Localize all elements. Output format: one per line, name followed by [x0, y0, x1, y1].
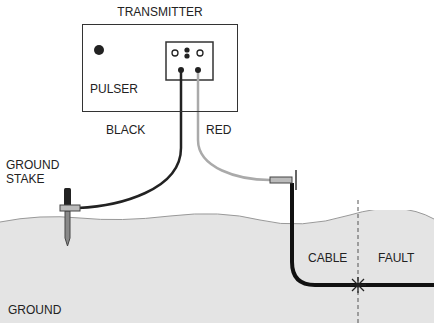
panel-jack — [172, 50, 178, 56]
region-label: GROUND — [8, 303, 434, 317]
box-heading: TRANSMITTER — [83, 5, 237, 19]
stake-clamp — [60, 205, 80, 211]
fault-marker-line — [358, 200, 359, 323]
black-lead — [78, 70, 181, 208]
wire-label: RED — [206, 123, 231, 137]
fault-spoke — [352, 279, 364, 291]
indicator-lamp — [94, 45, 104, 55]
stake-spike — [65, 211, 70, 246]
fault-star — [350, 277, 366, 293]
terminal-panel — [166, 42, 213, 80]
panel-jack — [197, 50, 203, 56]
cable-end — [295, 170, 297, 190]
buried-cable — [292, 183, 434, 285]
part-label-holder: GROUND STAKE — [6, 158, 62, 186]
cable-clip — [270, 177, 292, 183]
wire-label-holder: RED — [206, 123, 231, 137]
panel-knob — [184, 53, 189, 58]
fault-spoke — [352, 279, 364, 291]
part-label: GROUND STAKE — [6, 158, 62, 186]
panel-knob — [184, 47, 189, 52]
transmitter-box: TRANSMITTERPULSER — [82, 24, 238, 112]
output-terminal — [195, 67, 201, 73]
ground-fill — [0, 210, 434, 323]
wire-label-holder: BLACK — [106, 123, 145, 137]
red-lead — [198, 70, 270, 180]
box-label: PULSER — [83, 82, 237, 96]
wire-label: BLACK — [106, 123, 145, 137]
output-terminal — [178, 67, 184, 73]
